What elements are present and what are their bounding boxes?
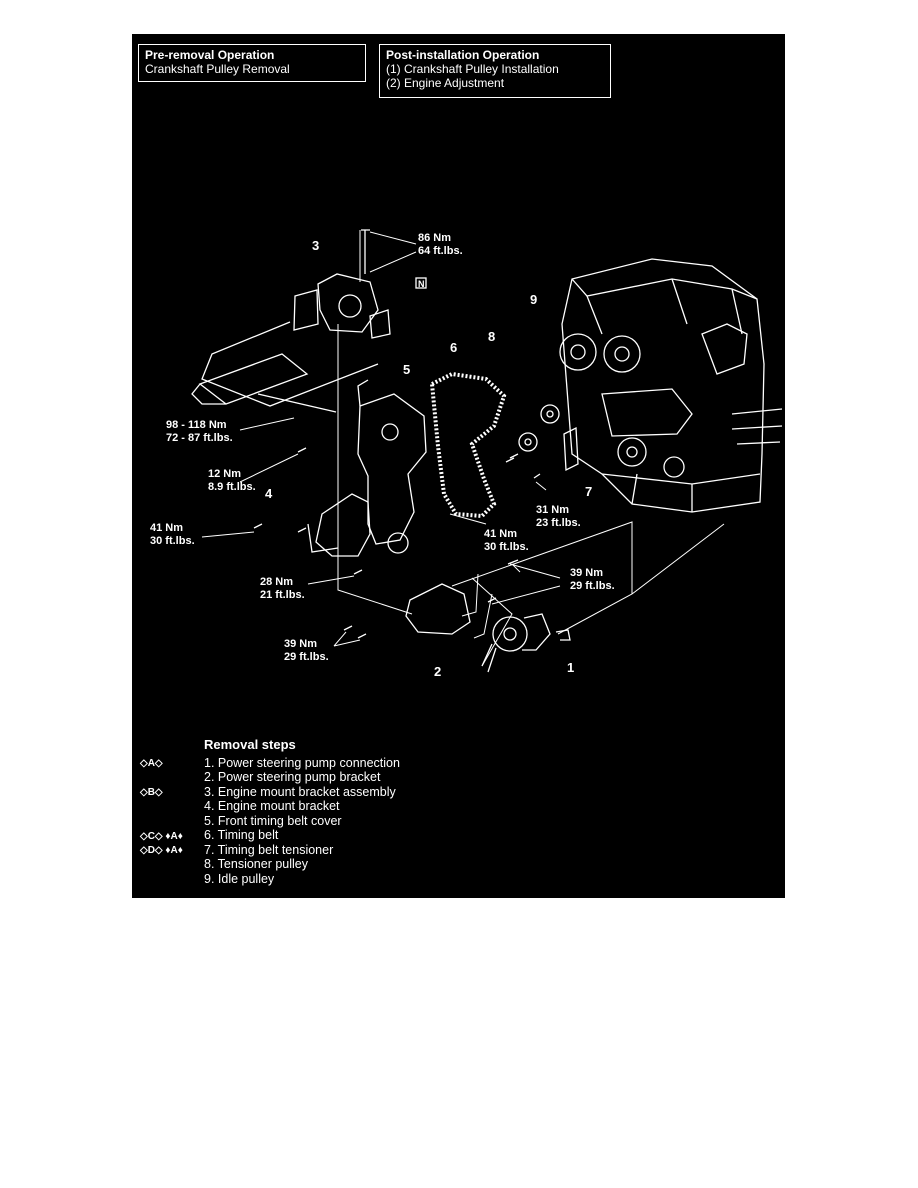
step-code-3: ◇B◇ <box>140 787 163 798</box>
removal-step-5: 5. Front timing belt cover <box>204 813 342 828</box>
step-code-1: ◇A◇ <box>140 758 163 769</box>
torque-12-nm: 12 Nm <box>208 468 241 480</box>
torque-39a-nm: 39 Nm <box>284 638 317 650</box>
step-code-8 <box>140 859 183 874</box>
step-code-9 <box>140 873 183 888</box>
torque-86-ftlb: 64 ft.lbs. <box>418 245 463 257</box>
pre-removal-heading: Pre-removal Operation <box>145 48 275 62</box>
torque-41b-nm: 41 Nm <box>484 528 517 540</box>
callout-9: 9 <box>530 292 537 307</box>
removal-steps-title: Removal steps <box>204 737 296 752</box>
pre-removal-box: Pre-removal Operation Crankshaft Pulley … <box>138 44 366 82</box>
removal-step-8: 8. Tensioner pulley <box>204 857 309 871</box>
long-bolt-drawing <box>257 393 337 413</box>
torque-31-nm: 31 Nm <box>536 504 569 516</box>
leader-lines <box>201 231 561 647</box>
torque-31-ftlb: 23 ft.lbs. <box>536 517 581 529</box>
ps-bracket-drawing <box>405 583 471 635</box>
left-bracket-drawing <box>191 353 309 405</box>
belt-tensioner-drawing <box>563 426 579 472</box>
removal-step-7: 7. Timing belt tensioner <box>204 842 334 857</box>
torque-41a-ftlb: 30 ft.lbs. <box>150 535 195 547</box>
callout-2: 2 <box>434 664 441 679</box>
step-code-7: ◇D◇ ♦A♦ <box>140 845 183 856</box>
torque-39b-nm: 39 Nm <box>570 567 603 579</box>
step-code-6: ◇C◇ ♦A♦ <box>140 830 183 842</box>
mount-bracket-drawing <box>315 493 371 557</box>
torque-39b-ftlb: 29 ft.lbs. <box>570 580 615 592</box>
callout-3: 3 <box>312 238 319 253</box>
step-code-4 <box>140 801 183 816</box>
step-codes: ◇A◇ ◇B◇ ◇C◇ ♦A♦ ◇D◇ ♦A♦ <box>140 757 183 888</box>
torque-28-ftlb: 21 ft.lbs. <box>260 589 305 601</box>
pre-removal-line: Crankshaft Pulley Removal <box>145 62 290 76</box>
torque-28-nm: 28 Nm <box>260 576 293 588</box>
post-install-line-2: (2) Engine Adjustment <box>386 76 505 90</box>
torque-41b-ftlb: 30 ft.lbs. <box>484 541 529 553</box>
post-install-line-1: (1) Crankshaft Pulley Installation <box>386 62 559 76</box>
removal-step-3: 3. Engine mount bracket assembly <box>204 784 396 799</box>
n-mark-box <box>415 277 427 289</box>
engine-mount-assembly-drawing <box>201 229 391 407</box>
torque-86-nm: 86 Nm <box>418 232 451 244</box>
step-code-5 <box>140 815 183 830</box>
post-install-heading: Post-installation Operation <box>386 48 540 62</box>
step-code-2 <box>140 772 183 787</box>
n-mark: N <box>418 279 425 289</box>
torque-98-ftlb: 72 - 87 ft.lbs. <box>166 432 233 444</box>
removal-step-6: 6. Timing belt <box>204 828 279 842</box>
timing-belt-drawing <box>429 371 507 519</box>
removal-step-9: 9. Idle pulley <box>204 871 275 886</box>
tensioner-pulley-drawing <box>518 432 538 452</box>
torque-98-nm: 98 - 118 Nm <box>166 419 227 431</box>
removal-step-4: 4. Engine mount bracket <box>204 799 340 813</box>
callout-1: 1 <box>567 660 574 675</box>
torque-labels: 86 Nm 64 ft.lbs. 98 - 118 Nm 72 - 87 ft.… <box>150 232 615 663</box>
removal-steps: Removal steps 1. Power steering pump con… <box>204 737 400 886</box>
callout-4: 4 <box>265 486 273 501</box>
torque-41a-nm: 41 Nm <box>150 522 183 534</box>
torque-39a-ftlb: 29 ft.lbs. <box>284 651 329 663</box>
bolt-icons <box>253 447 541 639</box>
engine-diagram: 86 Nm 64 ft.lbs. 98 - 118 Nm 72 - 87 ft.… <box>150 229 783 679</box>
callout-8: 8 <box>488 329 495 344</box>
removal-step-2: 2. Power steering pump bracket <box>204 770 381 784</box>
torque-12-ftlb: 8.9 ft.lbs. <box>208 481 256 493</box>
timing-cover-drawing <box>357 393 427 545</box>
idle-pulley-drawing <box>540 404 560 424</box>
callout-6: 6 <box>450 340 457 355</box>
post-install-box: Post-installation Operation (1) Cranksha… <box>379 44 611 98</box>
removal-step-1: 1. Power steering pump connection <box>204 755 400 770</box>
callout-5: 5 <box>403 362 410 377</box>
figure-panel: Pre-removal Operation Crankshaft Pulley … <box>132 34 785 898</box>
engine-block-drawing <box>559 258 783 513</box>
callout-7: 7 <box>585 484 592 499</box>
guide-lines <box>337 230 725 667</box>
callout-numbers: 1 2 3 4 5 6 7 8 9 N <box>265 238 592 679</box>
